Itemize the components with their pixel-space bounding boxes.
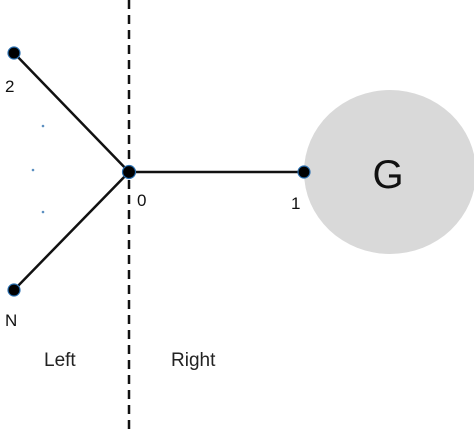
cluster-g-label: G: [372, 153, 403, 197]
cluster-g: [304, 90, 474, 254]
ellipsis-dot: [31, 168, 35, 172]
node-0: [121, 164, 137, 180]
node-n-label: N: [5, 311, 17, 330]
node-2: [7, 46, 21, 60]
node-n: [7, 283, 21, 297]
node-0-label: 0: [137, 191, 146, 210]
ellipsis-dot: [41, 124, 45, 128]
node-1-label: 1: [291, 194, 300, 213]
right-side-label: Right: [171, 350, 216, 371]
ellipsis-dot: [41, 210, 45, 214]
node-2-label: 2: [5, 77, 14, 96]
node-1: [297, 165, 311, 179]
edge-2-0: [13, 52, 130, 173]
left-side-label: Left: [44, 350, 76, 371]
edge-n-0: [13, 171, 130, 291]
